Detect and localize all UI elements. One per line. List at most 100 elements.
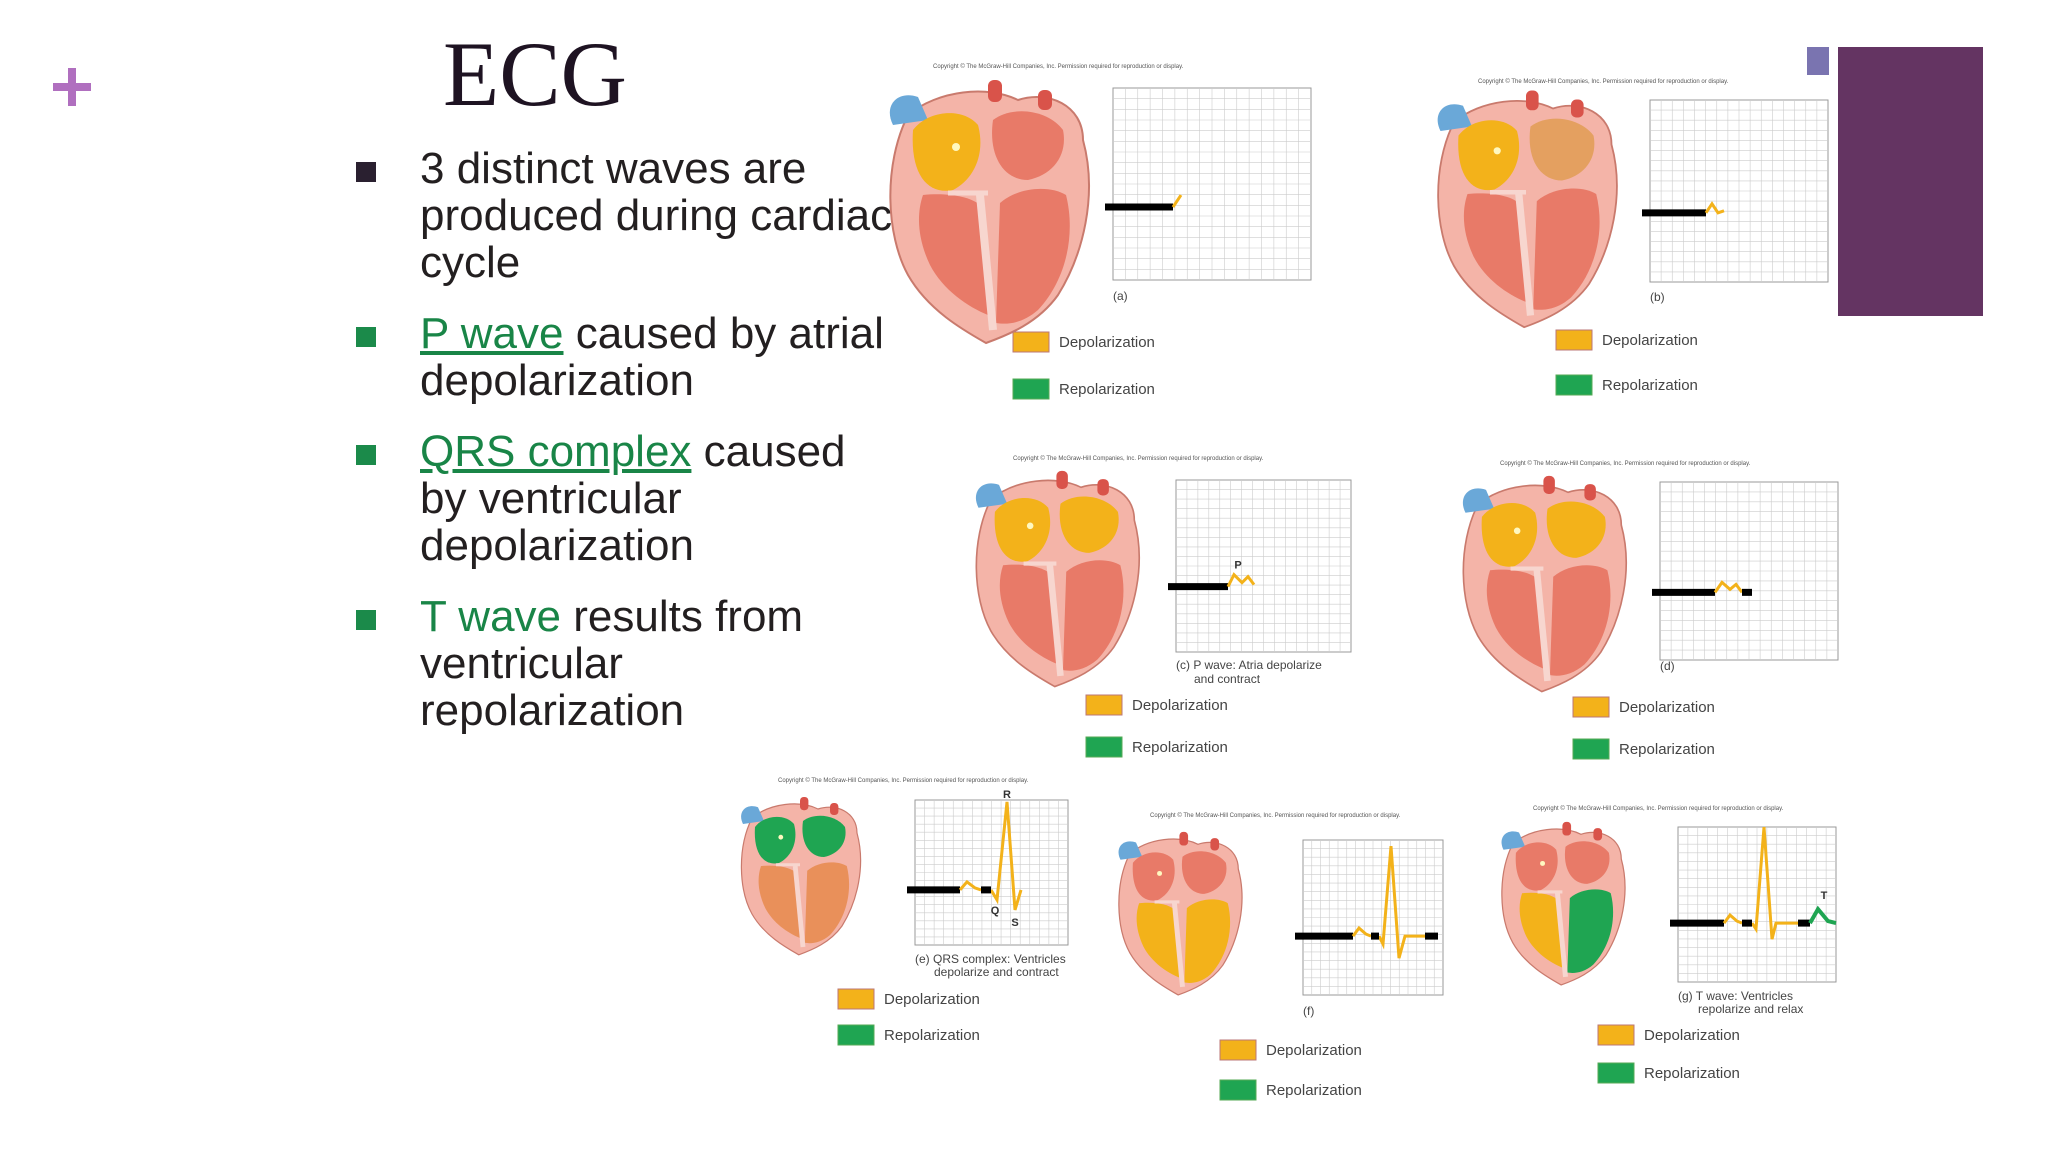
aorta [1056, 470, 1068, 489]
left-ventricle [1062, 560, 1124, 671]
left-atrium [1546, 501, 1606, 558]
pulmonary-vein [1571, 99, 1584, 118]
p-wave-link[interactable]: P wave [420, 309, 564, 358]
ecg-figure-b: Copyright © The McGraw-Hill Companies, I… [1418, 75, 1848, 400]
bullet-text: 3 distinct waves are produced during car… [420, 144, 893, 287]
right-atrium [994, 498, 1051, 562]
legend-label-repolarization: Repolarization [1619, 741, 1715, 758]
copyright-text: Copyright © The McGraw-Hill Companies, I… [1013, 455, 1264, 462]
ecg-figure-c: Copyright © The McGraw-Hill Companies, I… [958, 455, 1388, 770]
legend-label-repolarization: Repolarization [1602, 377, 1698, 394]
left-ventricle [804, 862, 850, 944]
aorta [1543, 475, 1555, 494]
ecg-figure-d: Copyright © The McGraw-Hill Companies, I… [1445, 460, 1845, 775]
pulmonary-vein [830, 803, 839, 815]
septum [1554, 892, 1568, 978]
ecg-trace [1704, 201, 1725, 215]
right-ventricle [918, 194, 988, 315]
s-wave-label: S [1011, 917, 1018, 929]
legend-swatch-repolarization [1012, 378, 1050, 400]
left-ventricle [1184, 899, 1231, 983]
panel-caption: (a) [1113, 289, 1128, 303]
panel-caption: (f) [1303, 1004, 1314, 1018]
heart-diagram [740, 797, 862, 956]
bullet-marker [356, 327, 376, 347]
heart-diagram [1462, 475, 1627, 693]
bullet-marker [356, 162, 376, 182]
t-wave-label: T [1821, 890, 1828, 902]
legend-swatch-repolarization [837, 1024, 875, 1046]
legend-swatch-repolarization [1085, 736, 1123, 758]
heart-diagram [1437, 90, 1618, 329]
t-wave-trace [1808, 905, 1837, 926]
ecg-grid [1642, 99, 1829, 283]
vena-cava [1462, 488, 1495, 513]
legend-label-repolarization: Repolarization [1266, 1082, 1362, 1099]
ecg-trace [1351, 925, 1372, 938]
copyright-text: Copyright © The McGraw-Hill Companies, I… [1478, 78, 1729, 85]
legend-swatch-depolarization [1219, 1039, 1257, 1061]
right-ventricle [1136, 902, 1180, 978]
slide-title: ECG [443, 23, 627, 125]
figure-svg: Copyright © The McGraw-Hill Companies, I… [1118, 812, 1444, 1101]
left-atrium [1181, 851, 1227, 894]
aorta [988, 80, 1002, 102]
sa-node [1026, 522, 1034, 530]
bullet-text: caused by ventricular depolarization [420, 427, 846, 570]
legend-label-depolarization: Depolarization [1644, 1027, 1740, 1044]
right-atrium [1132, 852, 1175, 901]
ecg-grid [1652, 481, 1839, 661]
legend-label-repolarization: Repolarization [1059, 381, 1155, 398]
right-atrium [754, 816, 796, 864]
legend-label-repolarization: Repolarization [1132, 739, 1228, 756]
sa-node [778, 834, 784, 840]
legend-swatch-repolarization [1555, 374, 1593, 396]
figure-svg: Copyright © The McGraw-Hill Companies, I… [889, 63, 1312, 400]
septum [1171, 902, 1185, 988]
aorta [1179, 831, 1189, 846]
figure-svg: Copyright © The McGraw-Hill Companies, I… [975, 455, 1352, 758]
figure-svg: Copyright © The McGraw-Hill Companies, I… [740, 777, 1069, 1046]
legend-swatch-repolarization [1572, 738, 1610, 760]
left-ventricle [996, 188, 1070, 324]
legend-swatch-depolarization [1597, 1024, 1635, 1046]
bullet-marker [356, 610, 376, 630]
ecg-trace-segment [1377, 845, 1425, 959]
qrs-complex-link[interactable]: QRS complex [420, 427, 692, 476]
vena-cava [1501, 831, 1526, 850]
ecg-trace [1722, 912, 1743, 925]
septum [792, 865, 806, 948]
aorta [800, 797, 809, 811]
legend-swatch-repolarization [1219, 1079, 1257, 1101]
left-atrium [802, 815, 846, 857]
panel-caption: (g) T wave: Ventricles [1678, 989, 1793, 1003]
heart-diagram [1501, 821, 1626, 986]
legend-label-repolarization: Repolarization [1644, 1065, 1740, 1082]
panel-caption-line2: and contract [1194, 672, 1261, 686]
left-ventricle [1549, 565, 1611, 676]
bullet-item-1: 3 distinct waves are produced during car… [356, 145, 896, 286]
accent-bar [1838, 47, 1983, 316]
ecg-grid [1105, 87, 1312, 281]
ecg-grid: P [1168, 479, 1352, 653]
r-wave-label: R [1003, 789, 1011, 801]
left-ventricle [1567, 889, 1614, 973]
ecg-trace [1226, 572, 1256, 588]
pulmonary-vein [1097, 479, 1109, 496]
heart-diagram [1118, 831, 1243, 996]
left-atrium [1564, 841, 1610, 884]
septum [976, 194, 997, 331]
ecg-grid: RQS [907, 789, 1069, 946]
bullet-list: 3 distinct waves are produced during car… [356, 145, 896, 758]
bullet-item-3: QRS complex caused by ventricular depola… [356, 428, 896, 569]
pulmonary-vein [1038, 90, 1052, 110]
bullet-item-4: T wave results from ventricular repolari… [356, 593, 896, 734]
left-atrium [1059, 496, 1119, 553]
legend-swatch-depolarization [1012, 331, 1050, 353]
bullet-marker [356, 445, 376, 465]
plus-icon [53, 68, 91, 106]
right-atrium [1458, 120, 1520, 191]
legend-label-depolarization: Depolarization [1619, 699, 1715, 716]
p-wave-label: P [1234, 560, 1241, 572]
t-wave-highlight: T wave [420, 592, 562, 641]
